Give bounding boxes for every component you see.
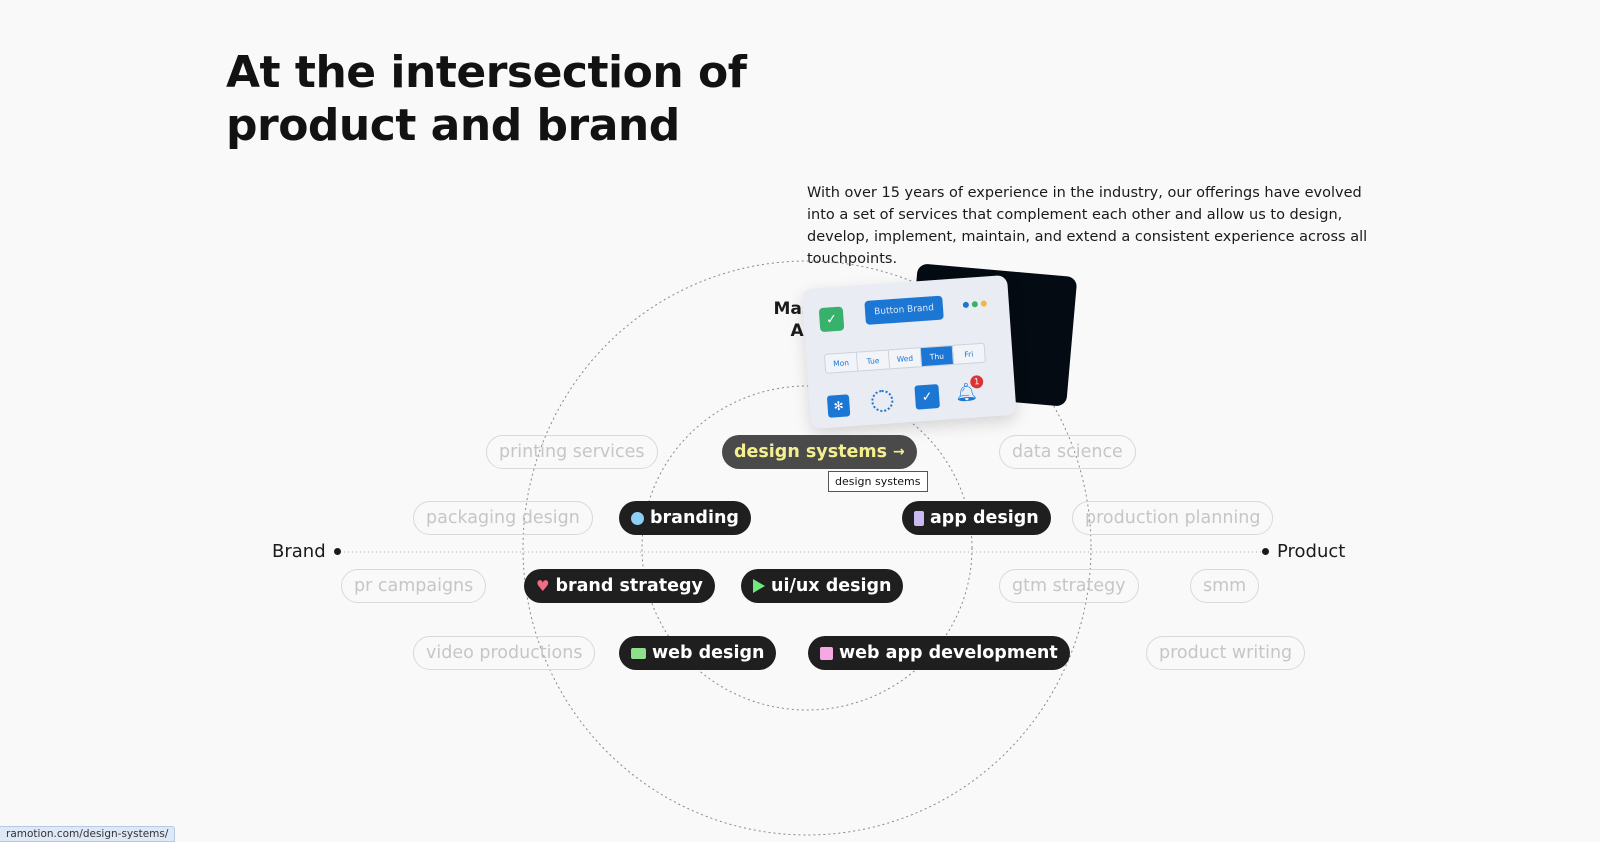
service-production-planning[interactable]: production planning [1072, 501, 1274, 535]
service-pr-campaigns[interactable]: pr campaigns [341, 569, 487, 603]
service-uiux-design[interactable]: ui/ux design [741, 569, 904, 603]
notification-badge: 1 [969, 374, 984, 389]
page-heading: At the intersection of product and brand [226, 46, 747, 152]
service-app-design[interactable]: app design [902, 501, 1051, 535]
day-wed: Wed [888, 348, 923, 369]
status-bar-url: ramotion.com/design-systems/ [0, 826, 176, 842]
component-icons-row: ✻ ✓ 🔔︎ 1 [826, 374, 1000, 418]
heading-line-2: product and brand [226, 100, 680, 151]
brand-strategy-label: brand strategy [555, 576, 703, 596]
checkbox-checked-icon: ✓ [818, 306, 845, 333]
day-mon: Mon [824, 352, 859, 373]
web-design-label: web design [652, 643, 765, 663]
service-web-design[interactable]: web design [619, 636, 777, 670]
service-web-app-development[interactable]: web app development [808, 636, 1070, 670]
day-fri: Fri [964, 349, 974, 359]
app-design-label: app design [930, 508, 1039, 528]
arrow-right-icon: → [893, 444, 905, 460]
checkbox-icon: ✓ [914, 384, 940, 410]
heading-line-1: At the intersection of [226, 47, 747, 98]
square-marker-icon [820, 646, 833, 660]
service-gtm-strategy[interactable]: gtm strategy [999, 569, 1139, 603]
day-tue: Tue [856, 350, 891, 371]
axis-brand-text: Brand [272, 541, 326, 562]
web-app-label: web app development [839, 643, 1058, 663]
outer-circle [522, 260, 1092, 836]
axis-product-text: Product [1277, 541, 1346, 562]
axis-label-product: Product [1262, 541, 1345, 562]
uiux-label: ui/ux design [771, 576, 892, 596]
link-tooltip: design systems [828, 471, 928, 492]
service-video-productions[interactable]: video productions [413, 636, 596, 670]
color-dots-icon [962, 300, 988, 309]
rect-marker-icon [631, 647, 646, 659]
axis-brand-dot [333, 548, 341, 555]
design-system-card-illustration: ✓ Button Brand Mon Tue Wed Thu Fri ✻ ✓ 🔔… [801, 274, 1017, 430]
day-thu: Thu [920, 345, 954, 367]
service-product-writing[interactable]: product writing [1146, 636, 1306, 670]
intro-paragraph: With over 15 years of experience in the … [807, 185, 1368, 267]
heart-marker-icon: ♥ [536, 576, 550, 595]
branding-label: branding [650, 508, 739, 528]
spinner-icon [870, 389, 895, 413]
inner-circle [641, 385, 973, 711]
circle-marker-icon [631, 511, 644, 525]
weekday-selector: Mon Tue Wed Thu Fri [823, 342, 986, 374]
service-design-systems-link[interactable]: design systems → [722, 435, 917, 469]
axis-product-dot [1262, 548, 1269, 555]
axis-label-brand: Brand [272, 541, 341, 562]
service-data-science[interactable]: data science [999, 435, 1136, 469]
service-smm[interactable]: smm [1190, 569, 1260, 603]
gear-icon: ✻ [826, 394, 851, 418]
play-marker-icon [753, 579, 765, 593]
design-systems-label: design systems [734, 442, 888, 462]
bar-marker-icon [914, 510, 924, 526]
service-branding[interactable]: branding [619, 501, 751, 535]
sample-brand-button: Button Brand [864, 295, 944, 325]
service-printing-services[interactable]: printing services [486, 435, 658, 469]
service-brand-strategy[interactable]: ♥ brand strategy [524, 569, 715, 603]
service-packaging-design[interactable]: packaging design [413, 501, 593, 535]
